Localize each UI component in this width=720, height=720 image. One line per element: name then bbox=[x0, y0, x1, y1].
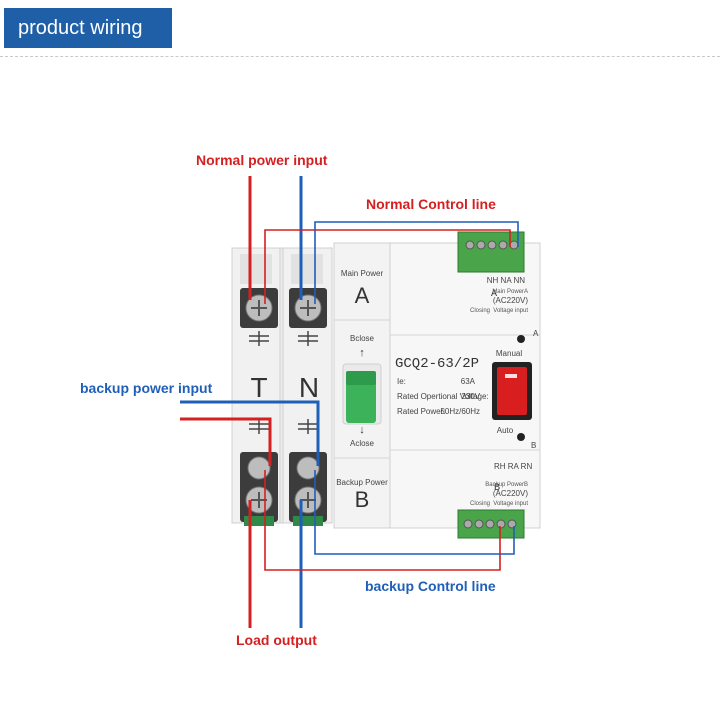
rocker-switch bbox=[492, 362, 532, 420]
rated-voltage-value: 230V bbox=[461, 392, 480, 401]
backup-power-input-label: backup power input bbox=[80, 380, 213, 396]
terminal-label-N: N bbox=[299, 372, 319, 403]
indicator-a-dot bbox=[517, 335, 525, 343]
bottom-ac-voltage: (AC220V) bbox=[493, 489, 528, 498]
rated-power-value: 50Hz/60Hz bbox=[440, 407, 480, 416]
normal-control-red-wire bbox=[264, 229, 511, 304]
wires bbox=[180, 176, 320, 628]
rated-power-label: Rated Power: bbox=[397, 407, 445, 416]
bottom-screw-terminal-N bbox=[289, 452, 327, 526]
marker-b: B bbox=[531, 441, 536, 450]
transfer-switch-lever bbox=[342, 363, 382, 425]
indicator-b-dot bbox=[517, 433, 525, 441]
bottom-screw-terminal-T bbox=[240, 452, 278, 526]
backup-control-blue-wire bbox=[314, 470, 515, 555]
header-title: product wiring bbox=[4, 8, 172, 48]
bottom-b-label: B bbox=[494, 483, 500, 494]
top-screw-terminal-N bbox=[289, 288, 327, 328]
rated-voltage-label: Rated Opertional Voltage: bbox=[397, 392, 489, 401]
bottom-closing: Closing bbox=[470, 501, 490, 507]
marker-a: A bbox=[533, 329, 539, 338]
control-wires bbox=[264, 221, 519, 571]
arrow-up-icon: ↑ bbox=[359, 347, 365, 359]
backup-power-letter: B bbox=[355, 487, 370, 512]
bottom-terminals-label: RH RA RN bbox=[494, 462, 532, 471]
model-label: GCQ2-63/2P bbox=[395, 356, 479, 372]
top-ac-voltage: (AC220V) bbox=[493, 296, 528, 305]
bottom-backup-power: Backup PowerB bbox=[485, 482, 528, 488]
auto-label: Auto bbox=[497, 426, 514, 435]
top-voltage-input: Voltage input bbox=[493, 308, 528, 314]
top-closing: Closing bbox=[470, 308, 490, 314]
top-a-label: A bbox=[491, 289, 497, 300]
normal-control-line-label: Normal Control line bbox=[366, 196, 496, 212]
backup-control-red-wire bbox=[264, 470, 501, 571]
terminal-label-T: T bbox=[250, 372, 267, 403]
main-power-letter: A bbox=[355, 283, 370, 308]
backup-power-label: Backup Power bbox=[336, 478, 388, 487]
backup-input-red-wire bbox=[180, 417, 272, 466]
terminal-markers bbox=[249, 331, 318, 434]
bclose-label: Bclose bbox=[350, 334, 375, 343]
top-screw-terminal-T bbox=[240, 288, 278, 328]
bottom-control-terminal-block bbox=[457, 509, 525, 539]
load-output-label: Load output bbox=[236, 632, 317, 648]
top-main-power: Main PowerA bbox=[492, 289, 528, 295]
main-power-label: Main Power bbox=[341, 269, 384, 278]
backup-input-blue-wire bbox=[180, 400, 320, 466]
top-control-terminal-block bbox=[457, 231, 525, 273]
top-terminals-label: NH NA NN bbox=[487, 276, 525, 285]
manual-label: Manual bbox=[496, 349, 522, 358]
aclose-label: Aclose bbox=[350, 439, 375, 448]
header-divider bbox=[0, 56, 720, 57]
arrow-down-icon: ↓ bbox=[359, 424, 365, 436]
ie-value: 63A bbox=[461, 377, 476, 386]
bottom-voltage-input: Voltage input bbox=[493, 501, 528, 507]
ie-label: Ie: bbox=[397, 377, 406, 386]
normal-power-input-label: Normal power input bbox=[196, 152, 328, 168]
backup-control-line-label: backup Control line bbox=[365, 578, 496, 594]
normal-control-blue-wire bbox=[314, 221, 519, 304]
